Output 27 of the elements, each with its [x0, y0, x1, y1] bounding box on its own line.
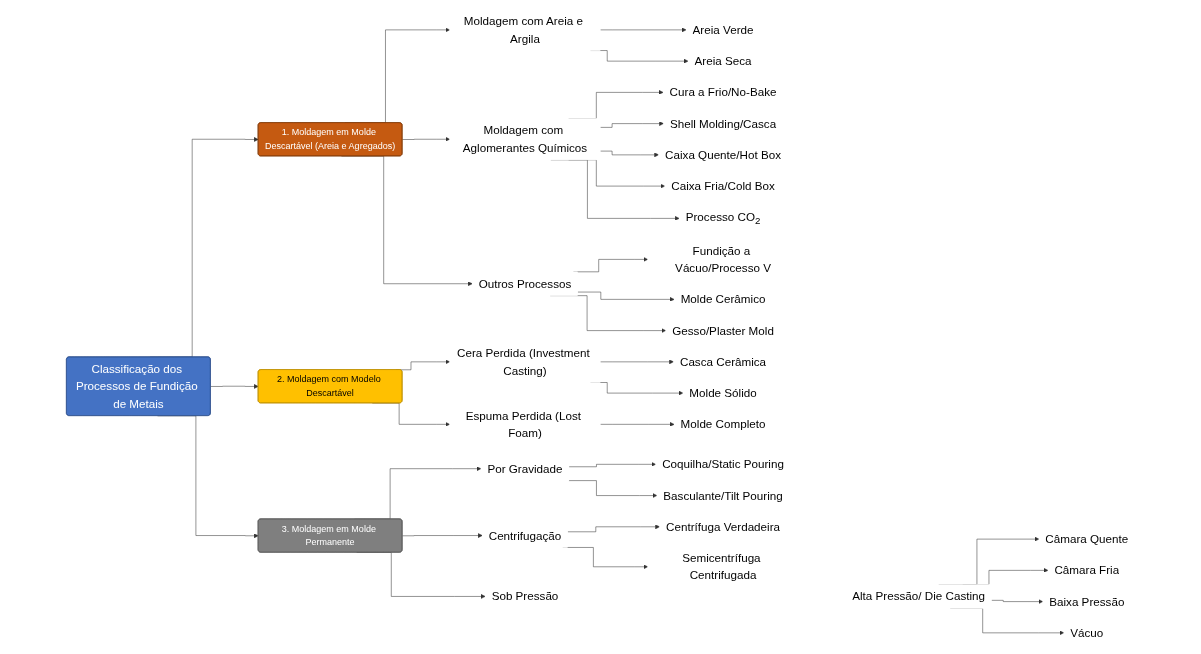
node-text: Processo CO$_{2}$	[685, 210, 761, 227]
node-text: Centrífuga Verdadeira	[666, 520, 781, 534]
node-text: Areia Verde	[692, 23, 754, 37]
node-text: Molde Cerâmico	[680, 292, 766, 306]
node-text: Câmara Fria	[1054, 563, 1120, 577]
node-text: Cera Perdida (Investment Casting)	[457, 346, 590, 378]
node-text: Molde Completo	[680, 417, 766, 431]
node-text: Shell Molding/Casca	[669, 117, 777, 131]
node-text: Por Gravidade	[487, 462, 563, 476]
node-text: Molde Sólido	[689, 386, 757, 400]
node-text: Sob Pressão	[491, 589, 559, 604]
node-text: Moldagem com Areia e Argila	[463, 14, 583, 46]
node-text: Caixa Fria/Cold Box	[671, 179, 775, 193]
node-text: Semicentrífuga Centrifugada	[682, 551, 761, 583]
node-text: Baixa Pressão	[1049, 594, 1125, 609]
node-text: Câmara Quente	[1045, 532, 1129, 546]
node-text: Areia Seca	[694, 54, 752, 68]
node-text: Coquilha/Static Pouring	[662, 457, 784, 471]
node-text: Cura a Frio/No-Bake	[669, 85, 777, 99]
node-text: Vácuo	[1070, 626, 1104, 640]
node-text: Gesso/Plaster Mold	[672, 323, 774, 338]
node-text: Espuma Perdida (Lost Foam)	[465, 408, 581, 440]
node-text: Caixa Quente/Hot Box	[665, 148, 781, 162]
node-text: Fundição a Vácuo/Processo V	[675, 244, 771, 275]
node-text: Casca Cerâmica	[679, 355, 767, 369]
node-text: Basculante/Tilt Pouring	[663, 488, 783, 503]
node-text: Centrifugação	[488, 528, 562, 543]
